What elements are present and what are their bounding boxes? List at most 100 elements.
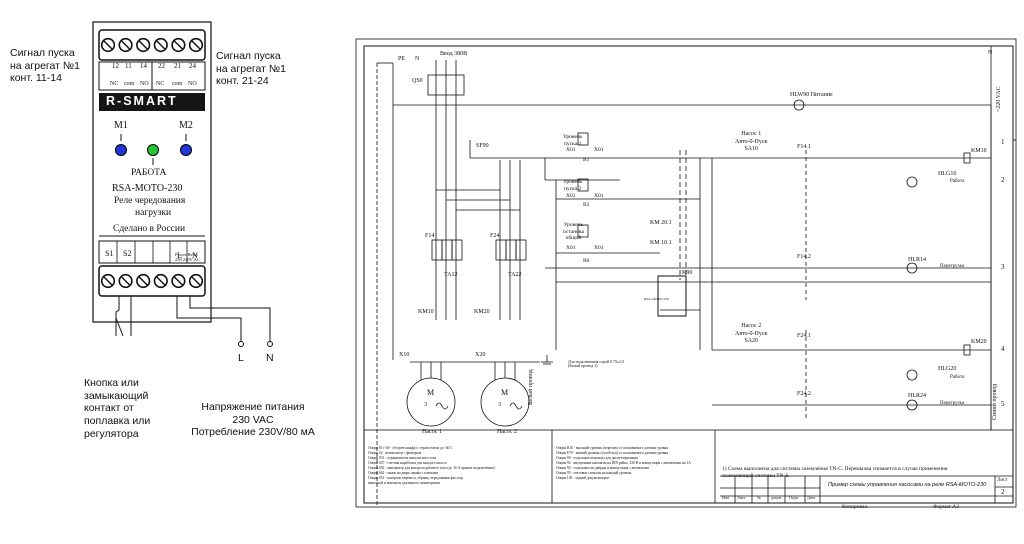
- x01-label: X01: [594, 245, 604, 251]
- km10-contact: KM 10.1: [650, 240, 672, 246]
- m1-led: [115, 144, 127, 156]
- terminal-label-n: N: [192, 251, 198, 260]
- bottom-terminal-labels: [98, 240, 206, 264]
- top-terminal-num: 12: [112, 62, 119, 70]
- tb-sheet-num: 2: [1001, 488, 1005, 496]
- row-num-2: 2: [1001, 176, 1005, 184]
- x01-label: X01: [566, 147, 576, 153]
- terminal-l-dot: [238, 341, 244, 347]
- screw-slot: [103, 276, 113, 286]
- top-terminal-num: 22: [158, 62, 165, 70]
- f24-1-label: F24.1: [797, 333, 811, 339]
- screw-slot: [191, 40, 201, 50]
- screw-slot: [138, 276, 148, 286]
- power-led: [147, 144, 159, 156]
- top-terminal-num: 21: [174, 62, 181, 70]
- tb-title: Пример схемы управления насосами на реле…: [828, 482, 987, 488]
- km10-main-label: KM10: [418, 309, 434, 315]
- contact-label: NO: [188, 81, 197, 87]
- tb-format: Формат А3: [933, 504, 960, 510]
- pump-2-name: Насос 2: [497, 429, 517, 435]
- screw-slot: [173, 40, 183, 50]
- n-label: N: [415, 56, 420, 62]
- fuse-label-2: F24: [490, 233, 500, 239]
- km20-contact: KM 20.1: [650, 220, 672, 226]
- screw-slot: [156, 40, 166, 50]
- hl-power: HLW90 Питание: [790, 92, 833, 98]
- top-screws: [100, 37, 204, 53]
- km10-coil-label: KM10: [971, 148, 987, 154]
- pump-1-name: Насос 1: [422, 429, 442, 435]
- motor-1: [406, 377, 456, 427]
- contact-label: NC: [156, 81, 165, 87]
- input-label: Ввод 380В: [440, 51, 468, 57]
- b0-label: B0: [583, 258, 590, 264]
- bottom-terminal-block: [98, 265, 206, 297]
- f14-1-label: F14.1: [797, 144, 811, 150]
- terminal-n-label: N: [266, 352, 274, 364]
- m2-led: [180, 144, 192, 156]
- sf-label: SF90: [476, 143, 489, 149]
- top-terminal-num: 24: [189, 62, 196, 70]
- tb-header-num: №: [757, 495, 761, 500]
- tb-header-doc: докум: [771, 495, 782, 500]
- x01-label: X01: [566, 193, 576, 199]
- notes-mid: Опция В10 - высокий уровень (перелив) от…: [556, 446, 691, 481]
- motor-2-letter: M: [501, 388, 509, 397]
- n-top-label: N: [988, 50, 993, 56]
- top-terminal-num: 11: [125, 62, 132, 70]
- side-label: Белый провод: [528, 369, 534, 405]
- tb-header-podp: Подп: [789, 495, 798, 500]
- screw-slot: [191, 276, 201, 286]
- motor-1-letter: M: [427, 388, 435, 397]
- terminal-n-dot: [267, 341, 273, 347]
- hlr24-label: HLR24: [908, 393, 926, 399]
- f24-2-label: F24.2: [797, 391, 811, 397]
- tb-header-list: Лист: [737, 495, 746, 500]
- hlr14-label: HLR14: [908, 257, 926, 263]
- tb-header-date: Дата: [807, 495, 815, 500]
- terminal-l-label: L: [238, 352, 244, 364]
- k90-label: K90: [682, 270, 693, 276]
- x20-label: X20: [475, 352, 486, 358]
- drawing-frame: [355, 38, 1017, 508]
- main-note: 1) Схема выполнена для системы заземлени…: [722, 466, 948, 479]
- terminal-label-s2: S2: [123, 249, 132, 258]
- hlg10-label: HLG10: [938, 171, 957, 177]
- screw-slot: [138, 40, 148, 50]
- desc-line-2: нагрузки: [135, 208, 172, 218]
- screw-slot: [156, 276, 166, 286]
- tb-sheet-label: Лист: [997, 478, 1008, 483]
- m1-label: M1: [114, 120, 128, 131]
- motor-2: [480, 377, 530, 427]
- km20-main-label: KM20: [474, 309, 490, 315]
- fuse-label-1: F14: [425, 233, 435, 239]
- rail-label: ~220 VAC: [996, 86, 1002, 112]
- tb-copied: Копировал: [842, 504, 868, 510]
- row-num-3: 3: [1001, 263, 1005, 271]
- b2-label: B2: [583, 202, 590, 208]
- hl-text-4: Перегрузка: [940, 401, 965, 406]
- right-side-label: Синий провод: [992, 383, 998, 420]
- motor-2-phase: 3: [498, 402, 501, 408]
- x01-label: X01: [594, 193, 604, 199]
- b1-label: B1: [583, 157, 590, 163]
- screw-slot: [173, 276, 183, 286]
- terminal-label-s1: S1: [105, 249, 114, 258]
- mode-text: РАБОТА: [131, 168, 167, 178]
- model-text: RSA-MOTO-230: [112, 183, 183, 194]
- terminal-label-l: L: [177, 251, 182, 260]
- ta-label-1: TA12: [444, 272, 458, 278]
- contact-label: NC: [110, 81, 119, 87]
- bottom-screws: [100, 273, 204, 289]
- screw-slot: [121, 276, 131, 286]
- k90-small: RSA-MOTO-230: [644, 297, 669, 301]
- contact-label: com: [172, 81, 183, 87]
- relay-drawing: [92, 21, 273, 347]
